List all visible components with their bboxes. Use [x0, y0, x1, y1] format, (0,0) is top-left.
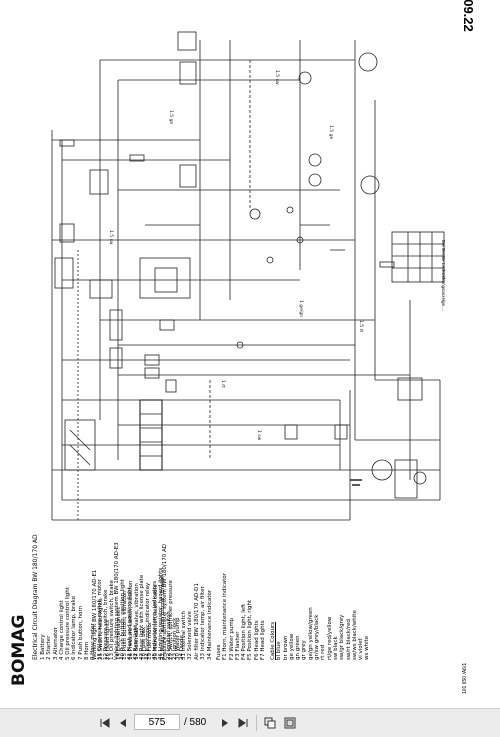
toolbar-separator	[256, 715, 257, 731]
previous-page-icon[interactable]	[116, 715, 130, 731]
legend-item: 26 Head lights	[104, 620, 111, 660]
legend-vehicle-lighting: Vehicle lighting system BW 180/170 AD-E3…	[114, 542, 164, 660]
svg-text:1.5 ge: 1.5 ge	[328, 125, 334, 139]
legend-item: sw/gr black/grey	[339, 614, 346, 660]
svg-text:1.5 sw: 1.5 sw	[274, 70, 280, 85]
svg-text:1 sw: 1 sw	[256, 430, 262, 441]
page-total: / 580	[184, 716, 207, 728]
legend-item: ws white	[364, 635, 371, 660]
legend-item: 34 Maintenance indicator	[206, 589, 213, 660]
page-number-input[interactable]: 575	[134, 714, 180, 730]
title-text: Electrical Circuit Diagram BW 180/170 AD	[32, 534, 39, 660]
wiring-diagram: 1.5 sw 1.5 ge 1.5 sw 1 rt 1 sw 1 ge/gn 1…	[51, 31, 445, 521]
next-page-icon[interactable]	[218, 715, 232, 731]
svg-text:1.5 sw: 1.5 sw	[108, 230, 114, 245]
document-footer: 101 650 /A6/1	[462, 662, 468, 694]
first-page-icon[interactable]	[98, 715, 112, 731]
viewer-toolbar: 575 / 580	[0, 708, 500, 737]
legend-item: F1 Horn, maintenance indicator	[222, 572, 229, 660]
legend-item: F7 Head lights	[260, 620, 267, 660]
last-page-icon[interactable]	[236, 715, 250, 731]
fit-page-icon[interactable]	[282, 715, 298, 731]
side-note: Bei Geräte Lenkwirkungsanzeige ...	[441, 240, 446, 312]
bomag-logo: BOMAG	[9, 615, 29, 686]
svg-text:1 rt: 1 rt	[220, 380, 226, 388]
svg-text:1 ge/gn: 1 ge/gn	[298, 300, 304, 317]
svg-text:1.5 gn: 1.5 gn	[168, 110, 174, 124]
page-number: 09.22	[460, 0, 476, 32]
diagram-title: Electrical Circuit Diagram BW 180/170 AD	[32, 534, 39, 660]
copy-icon[interactable]	[262, 715, 278, 731]
svg-text:BOMAG: BOMAG	[9, 615, 29, 686]
document-page: 1.5 sw 1.5 ge 1.5 sw 1 rt 1 sw 1 ge/gn 1…	[9, 0, 476, 694]
legend-item: 32 Solenoid valve	[187, 611, 194, 660]
svg-text:1.5 rt: 1.5 rt	[358, 320, 364, 332]
legend-item: 33 Indicator lamp, air filter	[200, 586, 207, 660]
current-page: 575	[148, 716, 166, 728]
